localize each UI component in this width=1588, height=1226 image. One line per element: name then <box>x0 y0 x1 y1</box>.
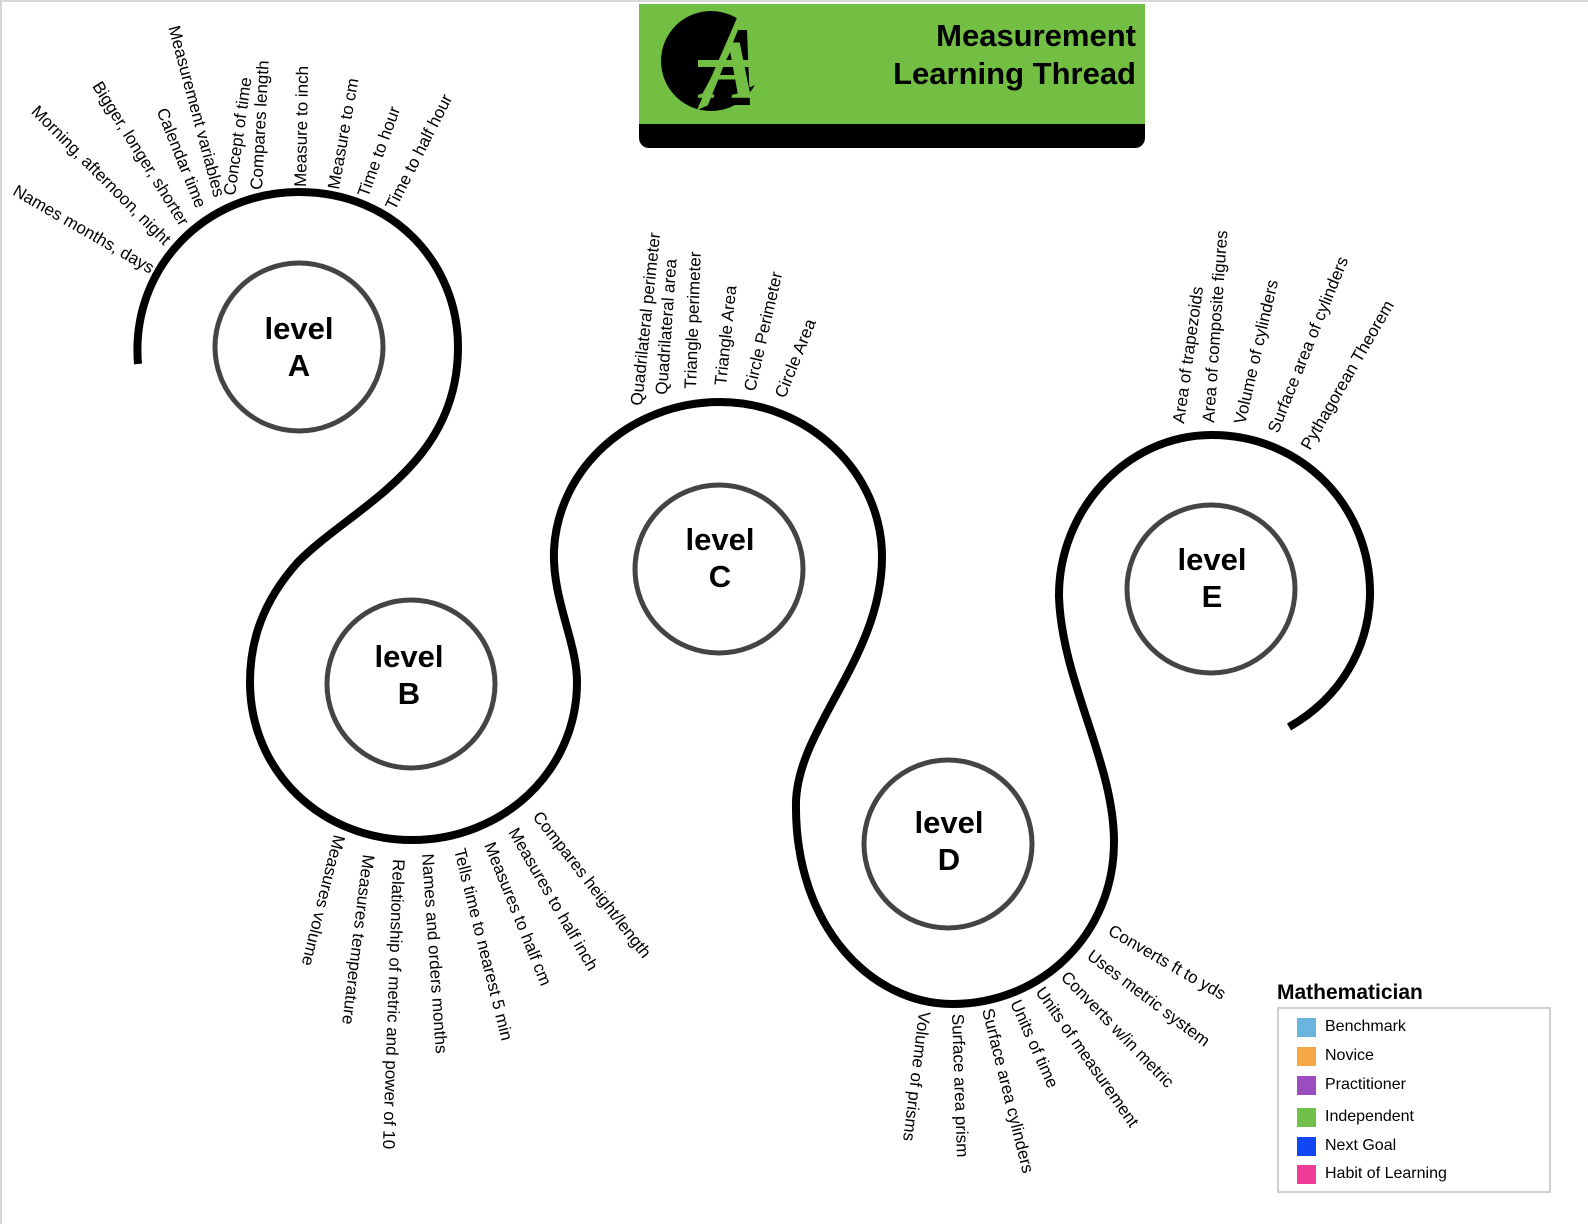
legend-item-next-goal: Next Goal <box>1297 1135 1396 1157</box>
level-d-letter: D <box>938 842 960 877</box>
level-c-node: level C <box>632 482 806 656</box>
level-b-label: level <box>375 639 444 674</box>
legend-label: Benchmark <box>1325 1018 1406 1035</box>
legend-label: Independent <box>1325 1108 1414 1125</box>
logo-letter: A <box>697 24 758 117</box>
legend-swatch <box>1297 1046 1316 1066</box>
level-e-node: level E <box>1124 502 1298 676</box>
legend-item-habit-of-learning: Habit of Learning <box>1297 1163 1447 1185</box>
title-line-1: Measurement <box>936 18 1136 53</box>
level-b-skills: Measures volume Measures temperature Rel… <box>298 808 655 1150</box>
legend-swatch <box>1297 1107 1316 1127</box>
skill-label: Measure to cm <box>324 77 362 191</box>
level-d-label: level <box>915 805 984 840</box>
level-d-node: level D <box>861 757 1035 931</box>
skill-label: Area of composite figures <box>1199 230 1231 424</box>
legend-item-independent: Independent <box>1297 1106 1414 1128</box>
level-a-label: level <box>265 311 334 346</box>
legend-label: Habit of Learning <box>1325 1165 1447 1182</box>
skill-label: Names and orders months <box>418 853 451 1054</box>
legend-box: Benchmark Novice Practitioner Independen… <box>1277 1007 1551 1193</box>
legend-item-practitioner: Practitioner <box>1297 1074 1406 1096</box>
skill-label: Volume of prisms <box>899 1011 934 1143</box>
skill-label: Surface area prism <box>948 1013 972 1157</box>
skill-label: Relationship of metric and power of 10 <box>379 859 408 1150</box>
logo-icon: A <box>661 11 764 117</box>
level-b-node: level B <box>324 597 498 771</box>
level-a-skills: Names months, days Morning, afternoon, n… <box>10 23 457 277</box>
legend-swatch <box>1297 1075 1316 1095</box>
legend-label: Practitioner <box>1325 1076 1406 1093</box>
header-banner: A Measurement Learning Thread <box>639 4 1145 148</box>
legend-label: Novice <box>1325 1047 1374 1064</box>
level-a-node: level A <box>212 260 386 434</box>
skill-label: Circle Area <box>771 316 820 401</box>
legend-label: Next Goal <box>1325 1137 1397 1154</box>
skill-label: Measure to inch <box>291 66 312 187</box>
learning-thread-path <box>133 187 1375 1009</box>
level-e-letter: E <box>1202 579 1223 614</box>
level-c-skills: Quadrilateral perimeter Quadrilateral ar… <box>627 231 820 406</box>
legend-item-novice: Novice <box>1297 1045 1374 1067</box>
level-c-label: level <box>686 522 755 557</box>
level-e-skills: Area of trapezoids Area of composite fig… <box>1169 230 1398 453</box>
legend-swatch <box>1297 1136 1316 1156</box>
skill-label: Triangle perimeter <box>681 251 705 389</box>
skill-label: Triangle Area <box>711 284 740 386</box>
skill-label: Measures volume <box>298 833 349 968</box>
level-b-letter: B <box>398 676 420 711</box>
level-c-letter: C <box>709 559 731 594</box>
legend-swatch <box>1297 1017 1316 1037</box>
skill-label: Measures temperature <box>338 854 378 1026</box>
legend: Mathematician Benchmark Novice Practitio… <box>1277 980 1557 1193</box>
level-a-letter: A <box>288 348 310 383</box>
legend-title: Mathematician <box>1277 981 1423 1004</box>
level-e-label: level <box>1178 542 1247 577</box>
title-line-2: Learning Thread <box>893 56 1136 91</box>
legend-swatch <box>1297 1164 1316 1184</box>
legend-item-benchmark: Benchmark <box>1297 1016 1406 1038</box>
